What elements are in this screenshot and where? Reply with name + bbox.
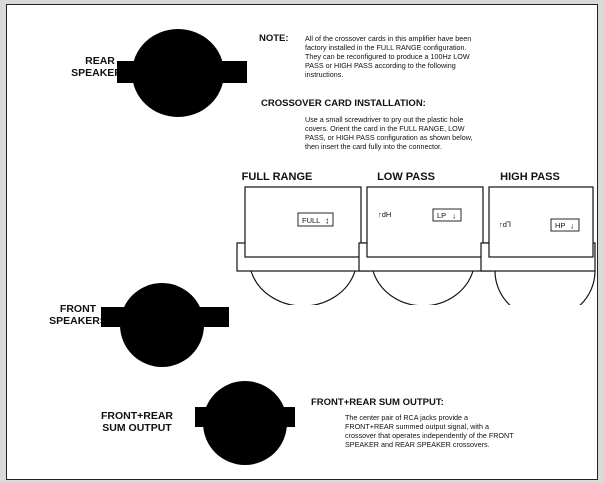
sum-output-line: crossover that operates independently of… [345,431,514,440]
install-line: Use a small screwdriver to pry out the p… [305,115,464,124]
sum-output-text: The center pair of RCA jacks provide a F… [345,413,585,449]
install-text: Use a small screwdriver to pry out the p… [305,115,555,151]
front-speaker-connector-icon [101,283,229,367]
high-card-side-text: ↑dꞀ [499,220,511,229]
sum-output-connector-icon [195,381,295,465]
rear-label-line2: SPEAKERS [71,67,129,79]
rear-speaker-connector-icon [117,29,247,117]
front-speakers-label: FRONT SPEAKERS [41,303,115,327]
low-card-tag-arrow: ↓ [452,212,456,221]
note-line: factory installed in the FULL RANGE conf… [305,43,467,52]
sum-output-line: FRONT+REAR summed output signal, with a [345,422,490,431]
note-heading: NOTE: [259,33,289,44]
high-card-tag: HP [555,221,565,230]
crossover-card-diagrams: FULL ↕ ↑dH LP ↓ ↑dꞀ HP ↓ [236,186,596,305]
install-line: then insert the card fully into the conn… [305,142,443,151]
front-label-line1: FRONT [59,303,97,315]
sum-output-line: The center pair of RCA jacks provide a [345,413,469,422]
high-pass-card: ↑dꞀ HP ↓ [480,186,596,305]
sum-output-label: FRONT+REAR SUM OUTPUT [87,410,187,434]
install-heading: CROSSOVER CARD INSTALLATION: [261,98,426,109]
note-line: All of the crossover cards in this ampli… [305,34,472,43]
note-line: They can be reconfigured to produce a 10… [305,52,470,61]
card-title-high-pass: HIGH PASS [500,171,560,183]
instruction-panel: REAR SPEAKERS FRONT SPEAKERS FRONT+REAR … [6,4,598,480]
full-range-card: FULL ↕ [236,186,370,305]
install-line: PASS, or HIGH PASS configuration as show… [305,133,473,142]
note-text: All of the crossover cards in this ampli… [305,34,555,79]
front-label-line2: SPEAKERS [49,315,107,327]
sum-label-line1: FRONT+REAR [100,410,174,422]
sum-output-line: SPEAKER and REAR SPEAKER crossovers. [345,440,490,449]
low-card-tag: LP [437,211,446,220]
sum-label-line2: SUM OUTPUT [102,422,172,434]
rear-speakers-label: REAR SPEAKERS [63,55,137,79]
low-pass-card: ↑dH LP ↓ [358,186,492,305]
sum-output-heading: FRONT+REAR SUM OUTPUT: [311,397,444,408]
note-line: instructions. [305,70,344,79]
card-title-low-pass: LOW PASS [377,171,435,183]
full-card-tag: FULL [302,216,320,225]
low-card-side-text: ↑dH [378,210,391,219]
full-card-tag-arrow: ↕ [325,216,330,226]
rear-label-line1: REAR [85,55,115,67]
high-card-tag-arrow: ↓ [570,222,574,231]
card-title-full-range: FULL RANGE [241,171,313,183]
install-line: covers. Orient the card in the FULL RANG… [305,124,465,133]
note-line: PASS or HIGH PASS according to the follo… [305,61,456,70]
